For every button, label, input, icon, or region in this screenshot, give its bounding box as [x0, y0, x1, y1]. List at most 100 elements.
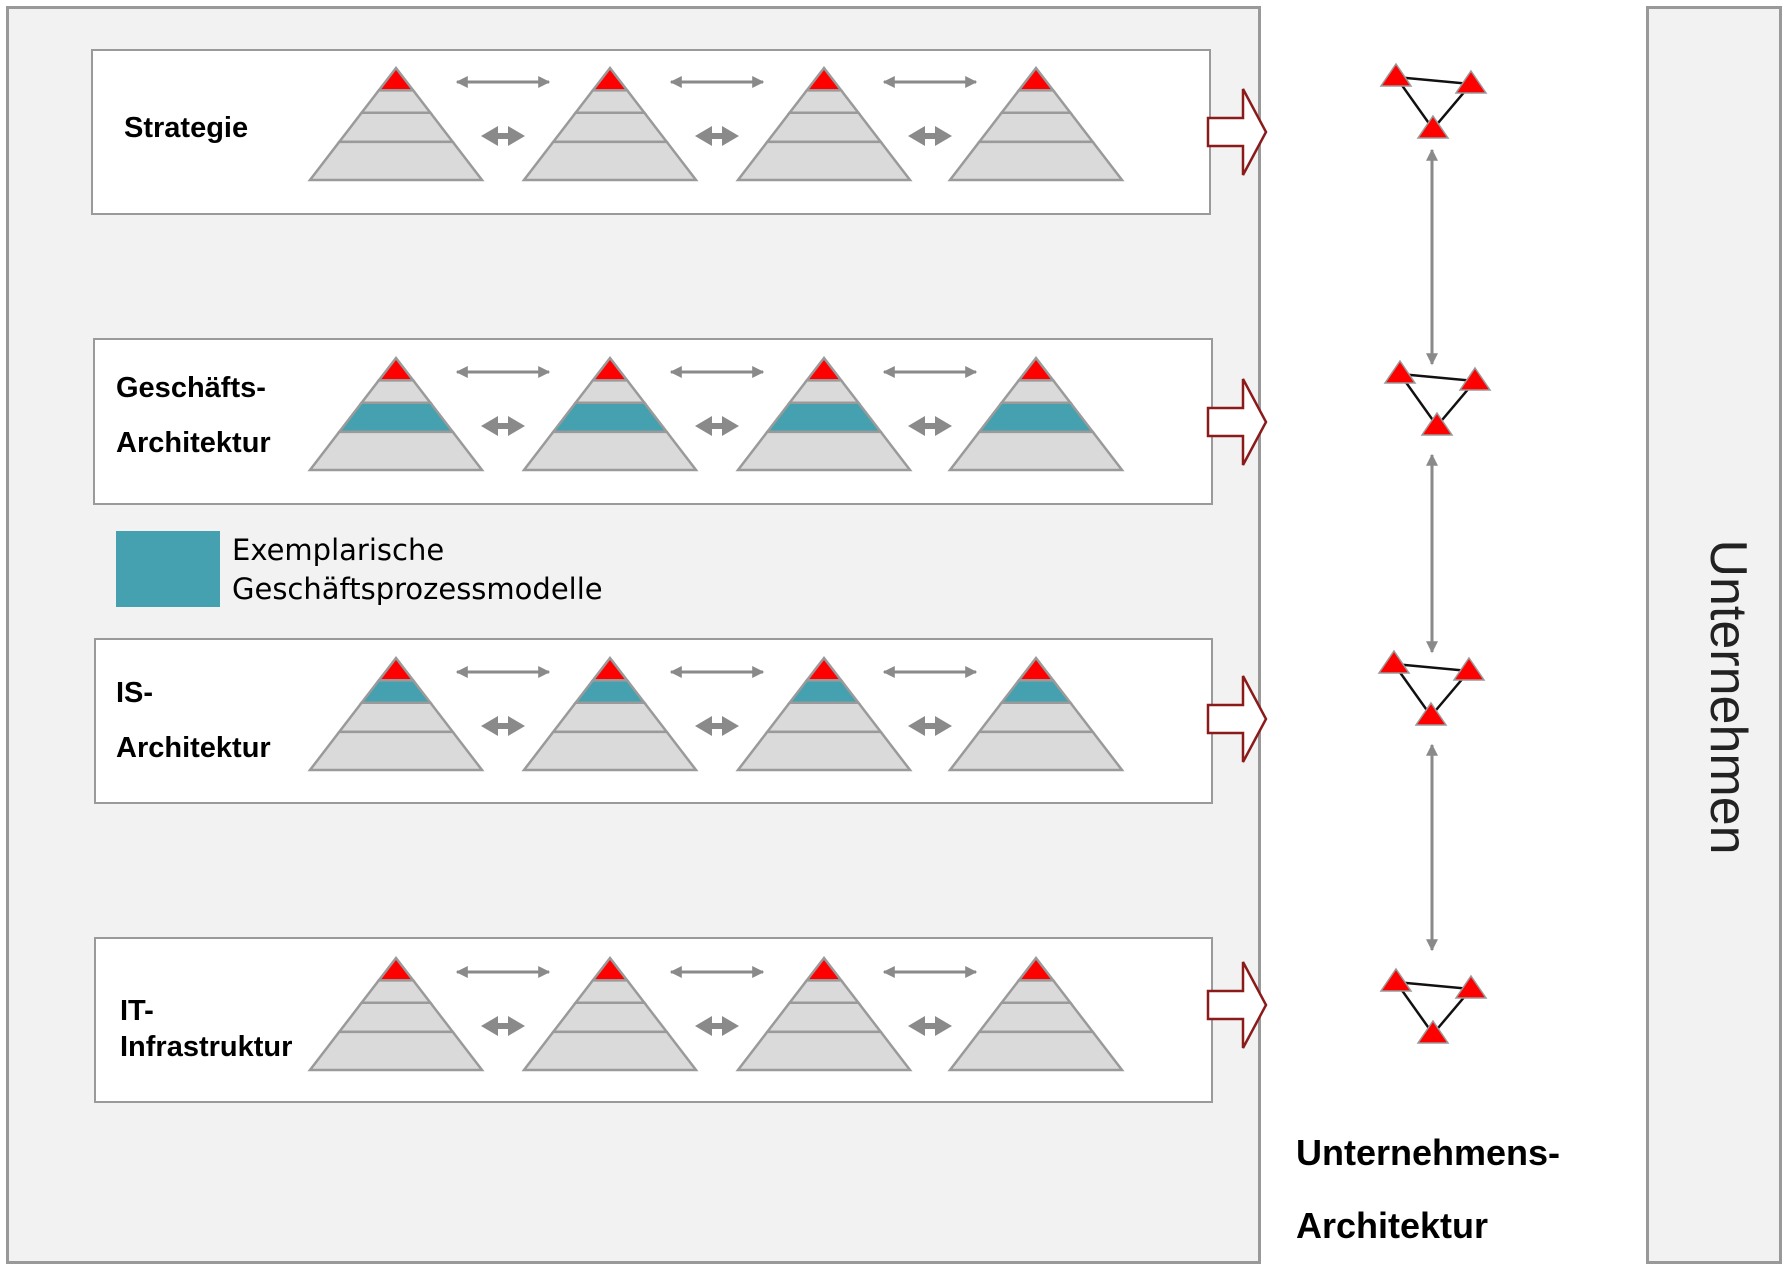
- pyramid-layer: [550, 401, 670, 434]
- bidirectional-arrow-short: [695, 716, 739, 736]
- pyramid-layer: [947, 430, 1125, 472]
- pyramid-layer: [999, 679, 1073, 705]
- block-arrow-right-icon: [1206, 675, 1268, 763]
- pyramid-layer: [1016, 655, 1056, 682]
- pyramid-layer: [1016, 955, 1056, 982]
- pyramid-layer: [573, 89, 647, 115]
- pyramid-layer: [764, 701, 884, 734]
- linked-triangles-icon: [1377, 649, 1486, 726]
- pyramid-layer: [764, 401, 884, 434]
- pyramid-layer: [947, 140, 1125, 182]
- pyramid-layer: [573, 379, 647, 405]
- layered-pyramid-icon: [947, 655, 1125, 772]
- pyramid-layer: [336, 1001, 456, 1034]
- horizontal-arrows-layer: [455, 76, 978, 1036]
- row-label-geschaeftsarchitektur: Geschäfts- Architektur: [116, 372, 271, 459]
- pyramid-layer: [590, 955, 630, 982]
- pyramid-layer: [764, 1001, 884, 1034]
- pyramid-layer: [307, 140, 485, 182]
- linked-triangles-icon: [1379, 62, 1488, 139]
- pyramid-layer: [787, 379, 861, 405]
- layered-pyramid-icon: [521, 655, 699, 772]
- flow-arrows-layer: [1206, 88, 1268, 1049]
- bidirectional-arrow-short: [908, 126, 952, 146]
- layered-pyramid-icon: [521, 955, 699, 1072]
- pyramid-layer: [376, 65, 416, 92]
- layered-pyramid-icon: [735, 655, 913, 772]
- pyramid-layer: [787, 679, 861, 705]
- pyramid-layer: [307, 730, 485, 772]
- pyramid-layer: [735, 730, 913, 772]
- pyramid-layer: [735, 140, 913, 182]
- pyramid-layer: [976, 1001, 1096, 1034]
- node-link: [1393, 980, 1474, 1037]
- node-triangle: [1416, 1019, 1450, 1044]
- node-triangle: [1458, 366, 1492, 391]
- block-arrow-right-icon: [1206, 961, 1268, 1049]
- pyramid-layer: [999, 979, 1073, 1005]
- pyramid-layer: [550, 1001, 670, 1034]
- pyramid-layer: [336, 111, 456, 144]
- pyramid-layer: [336, 401, 456, 434]
- node-link: [1391, 662, 1472, 719]
- pyramid-layer: [359, 89, 433, 115]
- pyramid-layer: [573, 679, 647, 705]
- enterprise-nodes-layer: [1377, 62, 1492, 1044]
- node-triangle: [1379, 62, 1413, 87]
- bidirectional-arrow-short: [908, 716, 952, 736]
- pyramid-layer: [999, 379, 1073, 405]
- node-triangle: [1454, 974, 1488, 999]
- pyramid-layer: [521, 140, 699, 182]
- node-triangle: [1379, 967, 1413, 992]
- layered-pyramid-icon: [521, 355, 699, 472]
- pyramid-layer: [804, 355, 844, 382]
- pyramid-layer: [947, 1030, 1125, 1072]
- bidirectional-arrow-short: [695, 126, 739, 146]
- block-arrow-right-icon: [1206, 88, 1268, 176]
- node-link: [1397, 372, 1478, 429]
- pyramid-layer: [376, 955, 416, 982]
- pyramid-layer: [590, 65, 630, 92]
- pyramid-layer: [521, 1030, 699, 1072]
- pyramid-layer: [804, 655, 844, 682]
- pyramid-layer: [976, 111, 1096, 144]
- layered-pyramid-icon: [735, 65, 913, 182]
- pyramid-layer: [590, 655, 630, 682]
- bidirectional-arrow-short: [695, 1016, 739, 1036]
- pyramid-layer: [787, 979, 861, 1005]
- pyramid-layer: [521, 730, 699, 772]
- pyramid-layer: [573, 979, 647, 1005]
- layered-pyramid-icon: [735, 355, 913, 472]
- pyramid-layer: [376, 355, 416, 382]
- pyramid-layer: [787, 89, 861, 115]
- pyramid-layer: [1016, 355, 1056, 382]
- layered-pyramid-icon: [947, 65, 1125, 182]
- layered-pyramid-icon: [947, 355, 1125, 472]
- pyramid-layer: [359, 379, 433, 405]
- node-triangle: [1383, 359, 1417, 384]
- pyramid-layer: [764, 111, 884, 144]
- pyramid-layer: [976, 401, 1096, 434]
- bidirectional-arrow-short: [908, 416, 952, 436]
- linked-triangles-icon: [1379, 967, 1488, 1044]
- bidirectional-arrow-short: [481, 1016, 525, 1036]
- row-label-it-infrastruktur: IT- Infrastruktur: [120, 995, 293, 1063]
- layered-pyramid-icon: [307, 955, 485, 1072]
- layered-pyramid-icon: [307, 355, 485, 472]
- pyramid-layer: [359, 679, 433, 705]
- layered-pyramid-icon: [307, 655, 485, 772]
- pyramid-layer: [1016, 65, 1056, 92]
- pyramids-layer: [307, 65, 1125, 1072]
- enterprise-architecture-column: [1258, 6, 1649, 1264]
- node-triangle: [1377, 649, 1411, 674]
- linked-triangles-icon: [1383, 359, 1492, 436]
- pyramid-layer: [735, 1030, 913, 1072]
- layered-pyramid-icon: [947, 955, 1125, 1072]
- bidirectional-arrow-short: [481, 126, 525, 146]
- pyramid-layer: [590, 355, 630, 382]
- pyramid-layer: [804, 955, 844, 982]
- pyramid-layer: [947, 730, 1125, 772]
- legend-swatch: [116, 531, 220, 607]
- pyramid-layer: [521, 430, 699, 472]
- pyramid-layer: [307, 1030, 485, 1072]
